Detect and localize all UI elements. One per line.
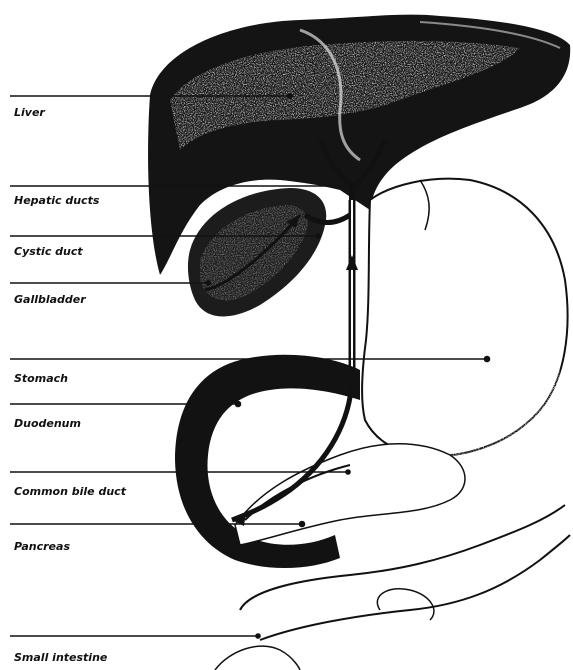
leader-dot-common-bile-duct <box>346 470 350 474</box>
leader-dot-pancreas <box>300 522 305 527</box>
gallbladder-shape <box>188 188 326 316</box>
label-gallbladder: Gallbladder <box>14 293 86 306</box>
label-liver: Liver <box>14 106 45 119</box>
leader-dot-gallbladder <box>206 281 210 285</box>
leader-dot-liver <box>288 94 292 98</box>
label-duodenum: Duodenum <box>14 417 81 430</box>
label-stomach: Stomach <box>14 372 68 385</box>
leader-dot-hepatic-ducts <box>352 184 356 188</box>
leader-dot-small-intestine <box>256 634 260 638</box>
leader-dot-stomach <box>485 357 490 362</box>
pancreas-shape <box>235 444 465 545</box>
label-common-bile-duct: Common bile duct <box>14 485 126 498</box>
label-small-intestine: Small intestine <box>14 651 107 664</box>
label-pancreas: Pancreas <box>14 540 70 553</box>
label-cystic-duct: Cystic duct <box>14 245 83 258</box>
stomach-shape <box>362 179 568 461</box>
leader-dot-duodenum <box>236 402 241 407</box>
label-hepatic-ducts: Hepatic ducts <box>14 194 99 207</box>
leader-dot-cystic-duct <box>316 234 320 238</box>
